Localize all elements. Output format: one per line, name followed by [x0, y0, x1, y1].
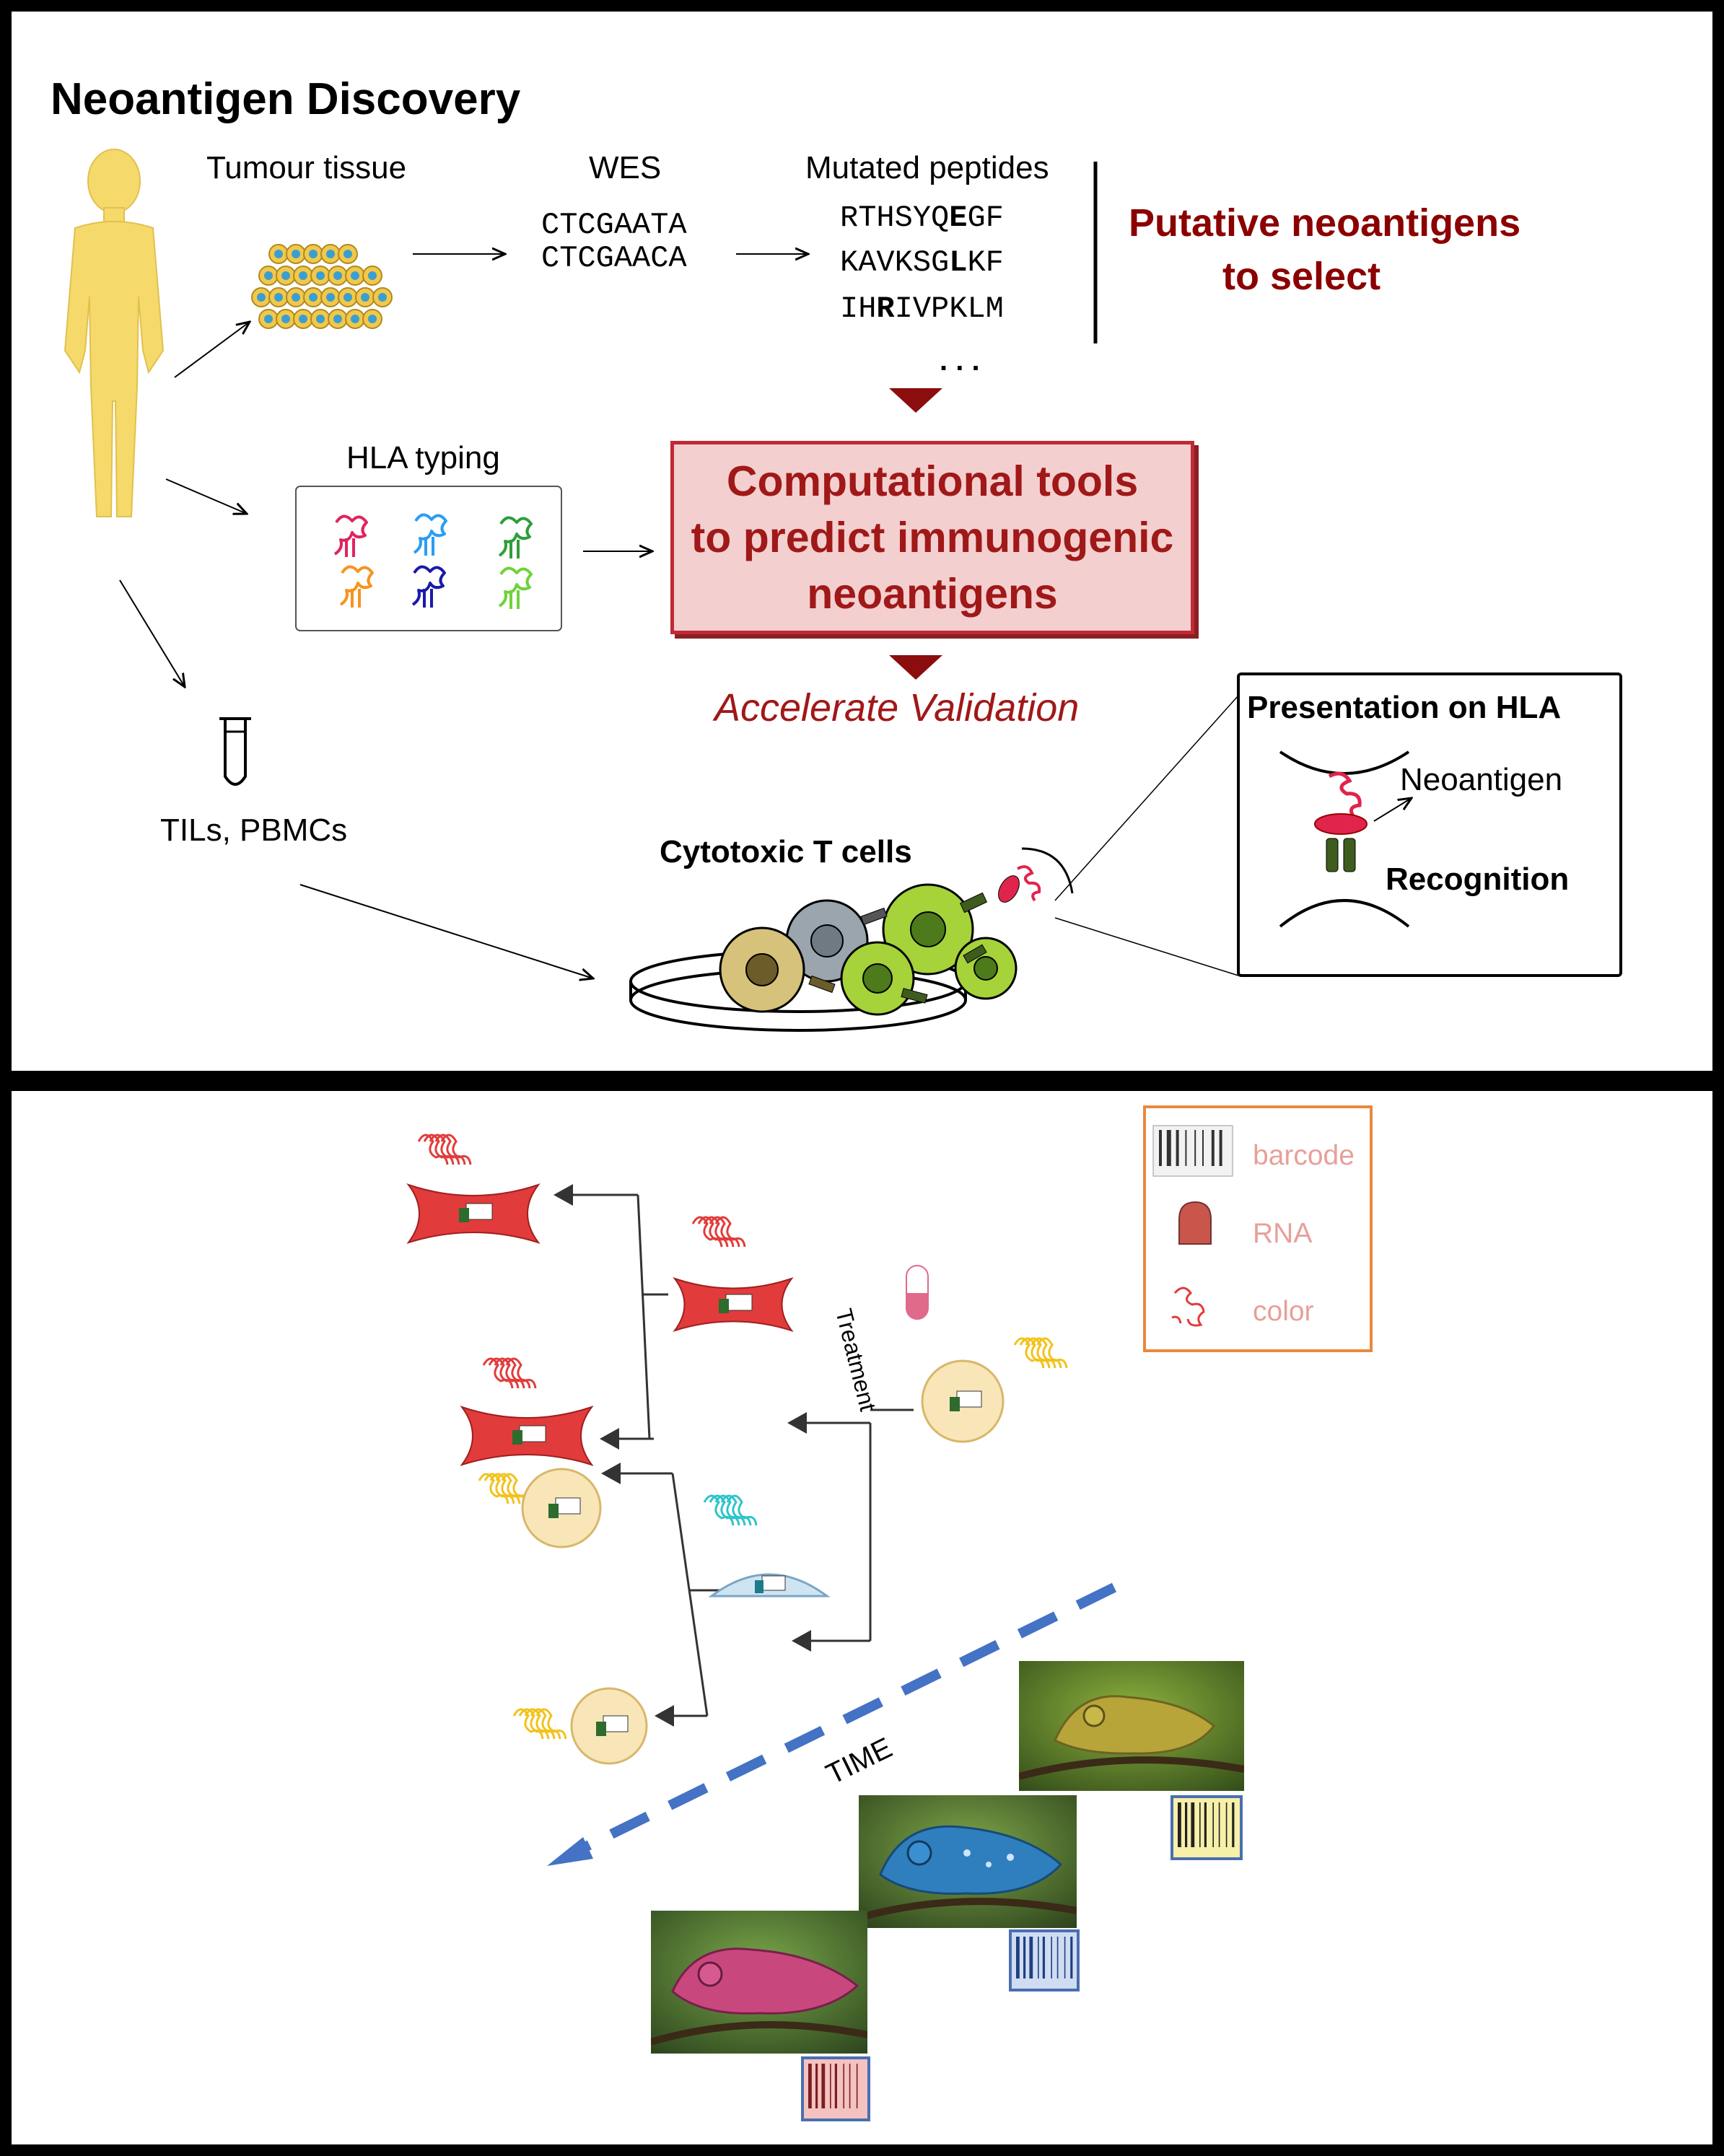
protein-icon [703, 1494, 758, 1526]
fibroblast-cell-icon [460, 1406, 594, 1466]
time-arrowhead-icon [547, 1837, 593, 1866]
protein-icon [482, 1357, 537, 1389]
putative-neoantigens-label: Putative neoantigens [1129, 201, 1521, 245]
chameleon-yellow-photo [1019, 1661, 1244, 1791]
test-tube-icon [219, 717, 251, 786]
legend-icons [1152, 1125, 1233, 1327]
fibroblast-cell-icon [406, 1183, 541, 1244]
flat-cell-icon [708, 1573, 831, 1598]
hla-molecule-icon [339, 565, 374, 608]
hla-presentation-icon [1279, 750, 1412, 928]
neoantigen-graphics [64, 149, 1622, 1032]
hla-molecule-icon [413, 513, 447, 556]
peptide-sequence: RTHSYQEGF [840, 201, 1004, 235]
tils-pbmcs-label: TILs, PBMCs [160, 812, 348, 848]
hla-molecule-icon [333, 514, 368, 557]
round-cell-icon [570, 1687, 648, 1765]
putative-to-select-label: to select [1222, 255, 1381, 298]
legend-label: barcode [1253, 1140, 1355, 1171]
tumour-label: Tumour tissue [206, 150, 407, 185]
neoantigen-panel: Neoantigen Discovery Tumour tissue WES C… [12, 12, 1712, 1071]
lineage-panel: barcode RNA color Treatment TIME [12, 1091, 1712, 2144]
down-arrow-icon [889, 388, 942, 413]
ellipsis: . . . [940, 345, 980, 377]
peptide-sequence: KAVKSGLKF [840, 245, 1004, 280]
t-cells-icon [719, 847, 1074, 1016]
barcode-icon [1152, 1125, 1233, 1177]
zoom-line [1054, 695, 1239, 901]
barcode-icon [1009, 1929, 1080, 1991]
computational-tools-box: Computational tools to predict immunogen… [670, 441, 1194, 634]
protein-icon [1013, 1337, 1068, 1369]
barcode-icon [1171, 1795, 1243, 1860]
hla-typing-label: HLA typing [346, 440, 500, 476]
protein-icon [417, 1134, 472, 1165]
chameleon-pink-photo [651, 1911, 867, 2054]
cytotoxic-t-cells-label: Cytotoxic T cells [660, 834, 912, 869]
neoantigen-label: Neoantigen [1400, 762, 1563, 797]
presentation-on-hla-label: Presentation on HLA [1247, 690, 1562, 725]
chameleon-blue-photo [859, 1795, 1077, 1928]
protein-icon [1171, 1287, 1205, 1327]
treatment-pill-icon [906, 1265, 929, 1320]
protein-icon [512, 1708, 567, 1740]
lineage-graphics [406, 1134, 1117, 1866]
round-cell-icon [921, 1359, 1005, 1443]
mutated-peptides-label: Mutated peptides [805, 150, 1049, 185]
flow-arrows [119, 254, 808, 978]
legend-label: RNA [1253, 1218, 1313, 1249]
fibroblast-cell-icon [673, 1277, 794, 1332]
time-arrow [564, 1582, 1117, 1861]
wes-sequence: CTCGAATA [541, 208, 687, 242]
lineage-tree [553, 1184, 914, 1727]
legend-label: color [1253, 1296, 1314, 1327]
accelerate-validation-label: Accelerate Validation [714, 686, 1080, 729]
legend: barcode RNA color [1143, 1105, 1373, 1352]
wes-label: WES [589, 150, 662, 185]
computational-tools-label: Computational tools to predict immunogen… [691, 457, 1174, 618]
hla-molecule-icon [498, 516, 533, 558]
down-arrow-icon [889, 655, 942, 680]
recognition-label: Recognition [1386, 862, 1570, 897]
peptide-sequence: IHRIVPKLM [840, 292, 1004, 326]
rna-icon [1178, 1201, 1212, 1245]
hla-molecule-icon [411, 565, 446, 608]
protein-icon [691, 1216, 746, 1248]
hla-molecule-icon [498, 566, 533, 609]
human-silhouette-icon [64, 149, 165, 517]
barcode-icon [801, 2056, 870, 2121]
round-cell-icon [521, 1468, 602, 1548]
zoom-line [1054, 917, 1239, 976]
hla-molecule-icons [333, 513, 533, 609]
hla-box [295, 486, 562, 631]
tumour-tissue-icon [251, 244, 393, 329]
wes-sequence: CTCGAACA [541, 241, 687, 276]
page-title: Neoantigen Discovery [51, 74, 521, 124]
